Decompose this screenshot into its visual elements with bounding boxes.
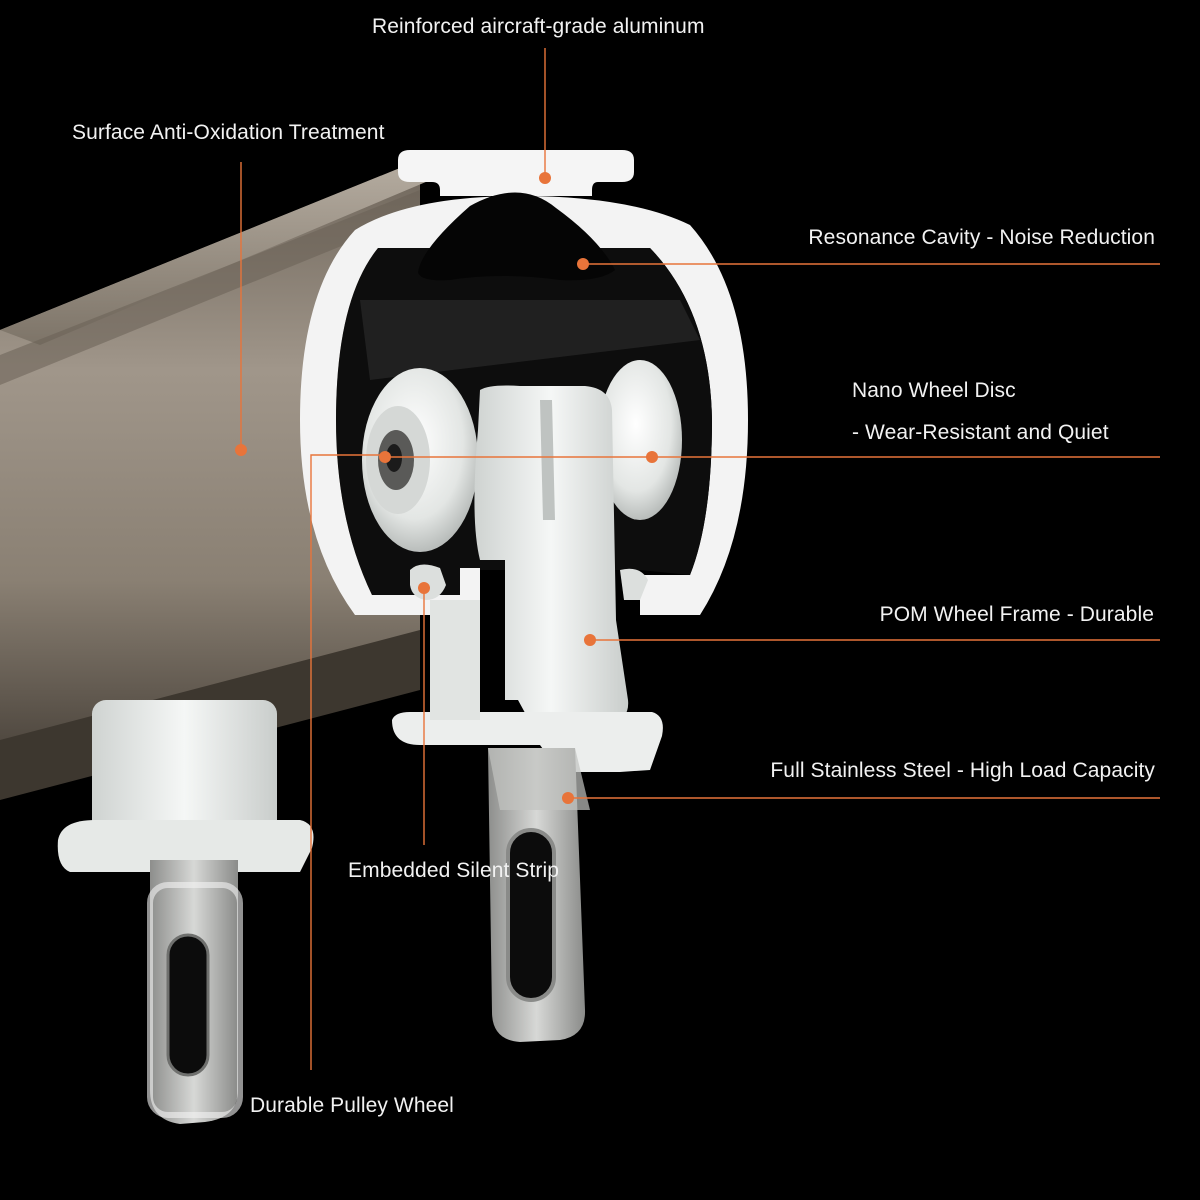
callout-nano-wheel-dot (379, 451, 391, 463)
label-pom-frame: POM Wheel Frame - Durable (879, 603, 1154, 626)
label-surface-treatment: Surface Anti-Oxidation Treatment (72, 121, 385, 144)
callout-silent-strip-dot (418, 582, 430, 594)
callout-stainless-steel-dot (562, 792, 574, 804)
callout-nano-wheel-right-dot (646, 451, 658, 463)
callout-surface-dot (235, 444, 247, 456)
label-silent-strip: Embedded Silent Strip (348, 859, 560, 882)
callout-aluminum-dot (539, 172, 551, 184)
label-nano-wheel-desc: - Wear-Resistant and Quiet (852, 421, 1109, 444)
label-resonance-cavity: Resonance Cavity - Noise Reduction (808, 226, 1155, 249)
label-pulley-wheel: Durable Pulley Wheel (250, 1094, 454, 1117)
runner-front (362, 360, 682, 1042)
callout-pom-frame-dot (584, 634, 596, 646)
label-aluminum: Reinforced aircraft-grade aluminum (372, 15, 705, 38)
silent-strip-clips (410, 564, 648, 600)
runner-rear (57, 700, 314, 1124)
label-nano-wheel-title: Nano Wheel Disc (852, 379, 1016, 402)
callout-pulley-wheel-line (310, 454, 385, 1070)
callout-lines (235, 48, 1160, 1070)
callout-resonance-dot (577, 258, 589, 270)
label-stainless-steel: Full Stainless Steel - High Load Capacit… (770, 759, 1155, 782)
